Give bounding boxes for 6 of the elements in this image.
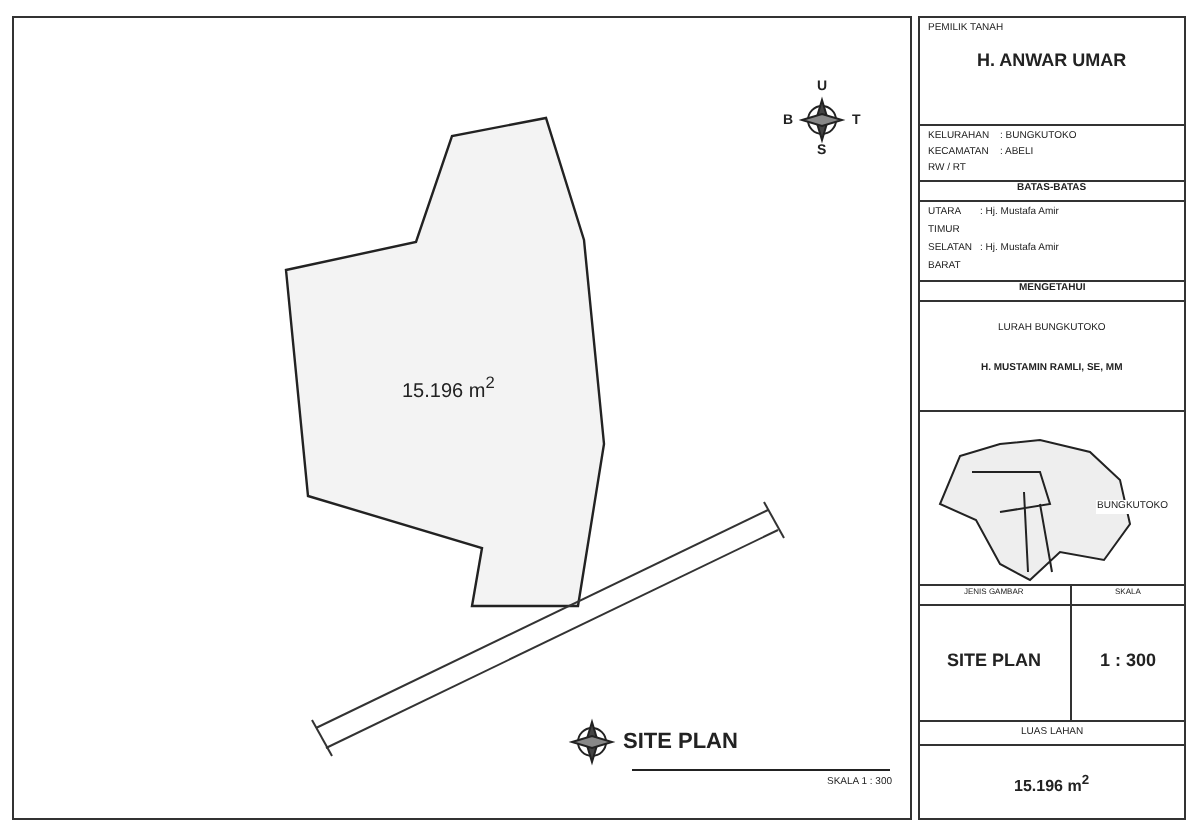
area-label: 15.196 m$^{2}$ [402, 374, 495, 403]
scale-value: 1 : 300 [1100, 652, 1157, 670]
owner-name: H. ANWAR UMAR [977, 52, 1127, 70]
area-value: 15.196 m$^{2}$ [1014, 776, 1090, 796]
plan-title: SITE PLAN [623, 732, 738, 754]
drawing-type: SITE PLAN [947, 652, 1042, 670]
